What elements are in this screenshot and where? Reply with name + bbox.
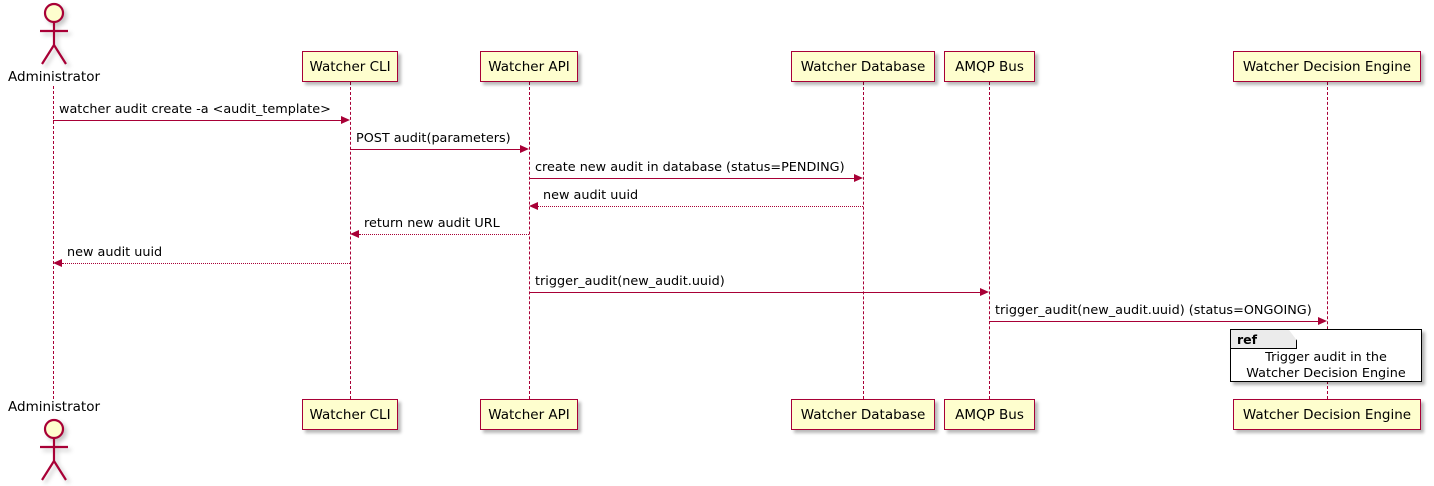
arrowhead-left-icon (529, 201, 538, 210)
message-line (989, 321, 1319, 322)
participant-label: AMQP Bus (955, 406, 1024, 423)
message-label: new audit uuid (543, 188, 639, 203)
participant-label: Watcher Decision Engine (1242, 58, 1412, 75)
actor-administrator-bottom (36, 418, 72, 484)
message-line (529, 292, 981, 293)
participant-watcher-database-top[interactable]: Watcher Database (791, 51, 935, 82)
actor-label-bottom: Administrator (8, 399, 101, 415)
arrowhead-right-icon (341, 115, 350, 124)
ref-fragment-tag: ref (1237, 331, 1258, 347)
actor-stick-figure-icon (40, 418, 68, 481)
participant-label: Watcher Database (800, 58, 926, 75)
lifeline-watcher-api (529, 82, 530, 399)
message-line (62, 263, 350, 264)
message-line (529, 178, 855, 179)
participant-label: Watcher CLI (309, 58, 391, 75)
message-label: watcher audit create -a <audit_template> (59, 102, 331, 117)
arrowhead-left-icon (53, 258, 62, 267)
arrowhead-right-icon (1318, 316, 1327, 325)
message-line (53, 120, 342, 121)
arrowhead-right-icon (520, 144, 529, 153)
arrowhead-right-icon (854, 173, 863, 182)
participant-watcher-decision-engine-bottom[interactable]: Watcher Decision Engine (1233, 399, 1421, 430)
ref-fragment-line-1: Trigger audit in the (1265, 350, 1387, 365)
actor-stick-figure-icon (40, 2, 68, 65)
lifeline-administrator (53, 86, 54, 399)
participant-watcher-decision-engine-top[interactable]: Watcher Decision Engine (1233, 51, 1421, 82)
ref-fragment-line-2: Watcher Decision Engine (1246, 366, 1406, 381)
message-label: return new audit URL (364, 216, 500, 231)
message-label: new audit uuid (67, 245, 163, 260)
actor-label-top: Administrator (8, 69, 101, 85)
participant-label: Watcher Decision Engine (1242, 406, 1412, 423)
arrowhead-right-icon (980, 287, 989, 296)
participant-amqp-bus-top[interactable]: AMQP Bus (944, 51, 1035, 82)
participant-watcher-database-bottom[interactable]: Watcher Database (791, 399, 935, 430)
participant-label: Watcher API (488, 58, 570, 75)
participant-label: AMQP Bus (955, 58, 1024, 75)
arrowhead-left-icon (350, 229, 359, 238)
ref-fragment[interactable]: ref Trigger audit in the Watcher Decisio… (1230, 329, 1422, 382)
message-line (350, 149, 521, 150)
message-label: trigger_audit(new_audit.uuid) (status=ON… (995, 303, 1312, 318)
participant-watcher-cli-bottom[interactable]: Watcher CLI (302, 399, 398, 430)
ref-fragment-body: Trigger audit in the Watcher Decision En… (1231, 350, 1421, 382)
lifeline-amqp-bus (989, 82, 990, 399)
lifeline-watcher-decision-engine (1327, 82, 1328, 399)
participant-label: Watcher Database (800, 406, 926, 423)
message-line (359, 234, 529, 235)
ref-fragment-tab: ref (1231, 330, 1297, 349)
participant-watcher-cli-top[interactable]: Watcher CLI (302, 51, 398, 82)
participant-amqp-bus-bottom[interactable]: AMQP Bus (944, 399, 1035, 430)
lifeline-watcher-database (863, 82, 864, 399)
actor-administrator-top (36, 2, 72, 68)
participant-watcher-api-bottom[interactable]: Watcher API (480, 399, 578, 430)
message-label: create new audit in database (status=PEN… (535, 160, 845, 175)
message-label: POST audit(parameters) (356, 131, 511, 146)
message-line (538, 206, 863, 207)
participant-label: Watcher API (488, 406, 570, 423)
lifeline-watcher-cli (350, 82, 351, 399)
participant-label: Watcher CLI (309, 406, 391, 423)
participant-watcher-api-top[interactable]: Watcher API (480, 51, 578, 82)
message-label: trigger_audit(new_audit.uuid) (535, 274, 725, 289)
